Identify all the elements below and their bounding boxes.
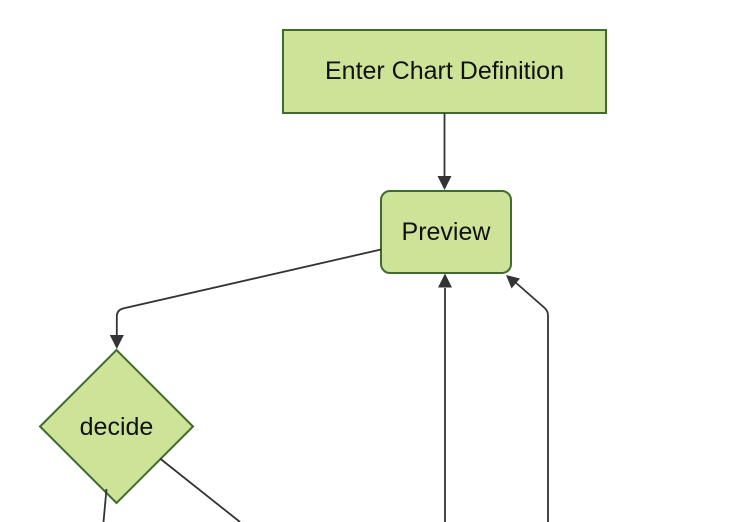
- arrowhead-enter-to-preview: [437, 176, 452, 190]
- edge-offscreen-to-preview-corner: [513, 280, 549, 522]
- arrowhead-offscreen-to-preview-corner: [506, 275, 520, 289]
- arrowhead-preview-to-decide: [109, 335, 124, 349]
- node-preview-shape: [380, 190, 512, 274]
- edge-decide-to-offscreen-left: [102, 488, 108, 522]
- arrowhead-offscreen-to-preview-center: [438, 273, 452, 288]
- node-enter-chart-definition-shape: [282, 29, 607, 114]
- edge-decide-to-offscreen-right: [159, 457, 241, 522]
- edge-preview-to-decide: [115, 248, 382, 335]
- node-decide-shape: [38, 348, 195, 505]
